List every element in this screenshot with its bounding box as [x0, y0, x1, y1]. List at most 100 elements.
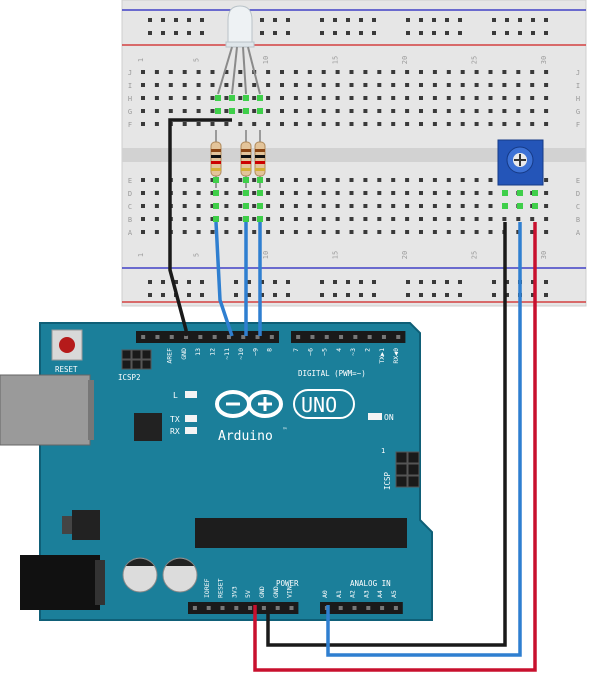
rail-hole [359, 293, 363, 297]
rail-hole [531, 293, 535, 297]
breadboard-hole [391, 109, 396, 113]
power-pin-label: GND [272, 586, 280, 598]
breadboard-hole [293, 191, 298, 195]
rail-hole [505, 18, 509, 22]
header-pin [255, 335, 260, 339]
rail-hole [286, 293, 290, 297]
icsp-pin-one: 1 [381, 447, 385, 455]
breadboard-hole [335, 122, 340, 126]
breadboard-hole [474, 96, 479, 100]
usb-connector-lip [88, 380, 94, 440]
icsp2-pin [141, 349, 152, 360]
rail-hole [432, 31, 436, 35]
breadboard-hole [168, 109, 173, 113]
breadboard-hole [460, 96, 465, 100]
rail-hole [333, 31, 337, 35]
breadboard-hole [349, 204, 354, 208]
breadboard-hole [321, 217, 326, 221]
rail-hole [260, 31, 264, 35]
breadboard-hole [405, 204, 410, 208]
breadboard-hole [530, 230, 535, 234]
power-pin-label: RESET [217, 578, 225, 598]
rgb-led-leg-common [231, 46, 238, 95]
breadboard-hole [363, 83, 368, 87]
breadboard-hole [321, 83, 326, 87]
breadboard-hole [252, 230, 257, 234]
analog-pin-label: A4 [376, 590, 384, 598]
breadboard-hole [210, 217, 215, 221]
header-pin [141, 335, 146, 339]
led-rx-label: RX [170, 427, 180, 436]
rail-hole [432, 18, 436, 22]
breadboard-hole [544, 96, 549, 100]
wire-pot-a0-blue [326, 222, 522, 657]
breadboard-hole [280, 204, 284, 208]
led-rx [185, 427, 197, 434]
breadboard-hole [196, 109, 201, 113]
breadboard-hole [266, 230, 271, 234]
breadboard-hole [432, 217, 437, 221]
rail-hole [492, 18, 496, 22]
breadboard-hole [238, 204, 243, 208]
rail-hole [161, 31, 165, 35]
voltage-regulator-tab [62, 516, 72, 534]
breadboard-hole [377, 83, 382, 87]
breadboard-hole [544, 83, 549, 87]
breadboard-hole [488, 230, 493, 234]
column-number: 30 [540, 251, 548, 259]
breadboard-hole [377, 217, 382, 221]
breadboard-hole [419, 122, 423, 126]
connected-hole [229, 95, 235, 101]
breadboard-hole [474, 83, 479, 87]
analog-pin-label: A3 [362, 590, 370, 598]
connection-highlights [213, 95, 538, 222]
breadboard-hole [224, 122, 229, 126]
breadboard-hole [307, 122, 312, 126]
usb-connector [0, 374, 91, 446]
header-pin [396, 335, 401, 339]
column-number: 5 [193, 58, 201, 62]
breadboard-hole [391, 178, 396, 182]
breadboard-hole [474, 230, 479, 234]
rail-hole [200, 31, 204, 35]
potentiometer[interactable] [497, 139, 544, 186]
breadboard-hole [405, 191, 410, 195]
header-pin [381, 335, 386, 339]
breadboard-hole [349, 122, 354, 126]
breadboard-hole [335, 178, 340, 182]
rail-hole [406, 18, 410, 22]
column-number: 1 [137, 58, 145, 62]
breadboard-hole [460, 230, 465, 234]
analog-label: ANALOG IN [350, 579, 391, 588]
voltage-regulator [72, 510, 100, 540]
breadboard-hole [432, 96, 437, 100]
digital-pin-label: 12 [209, 348, 217, 356]
breadboard-hole [321, 122, 326, 126]
connected-hole [257, 216, 263, 222]
breadboard-hole [474, 109, 479, 113]
breadboard-hole [432, 109, 437, 113]
rail-hole [148, 280, 152, 284]
led-on [368, 413, 382, 420]
rail-hole [544, 18, 548, 22]
breadboard-hole [307, 204, 312, 208]
breadboard-hole [168, 83, 173, 87]
breadboard-hole [530, 217, 535, 221]
breadboard-hole [154, 122, 159, 126]
breadboard-hole [280, 70, 284, 74]
header-pin [198, 335, 203, 339]
breadboard-hole [238, 230, 243, 234]
breadboard-hole [544, 191, 549, 195]
rail-hole [148, 31, 152, 35]
breadboard-hole [544, 109, 549, 113]
analog-pin-label: A5 [390, 590, 398, 598]
rail-hole [187, 293, 191, 297]
column-number: 15 [332, 251, 340, 259]
breadboard-hole [224, 191, 229, 195]
reset-label: RESET [55, 365, 78, 374]
rail-hole [518, 31, 522, 35]
row-letter: A [128, 229, 133, 237]
connected-hole [229, 108, 235, 114]
reset-button-cap[interactable] [59, 337, 75, 353]
